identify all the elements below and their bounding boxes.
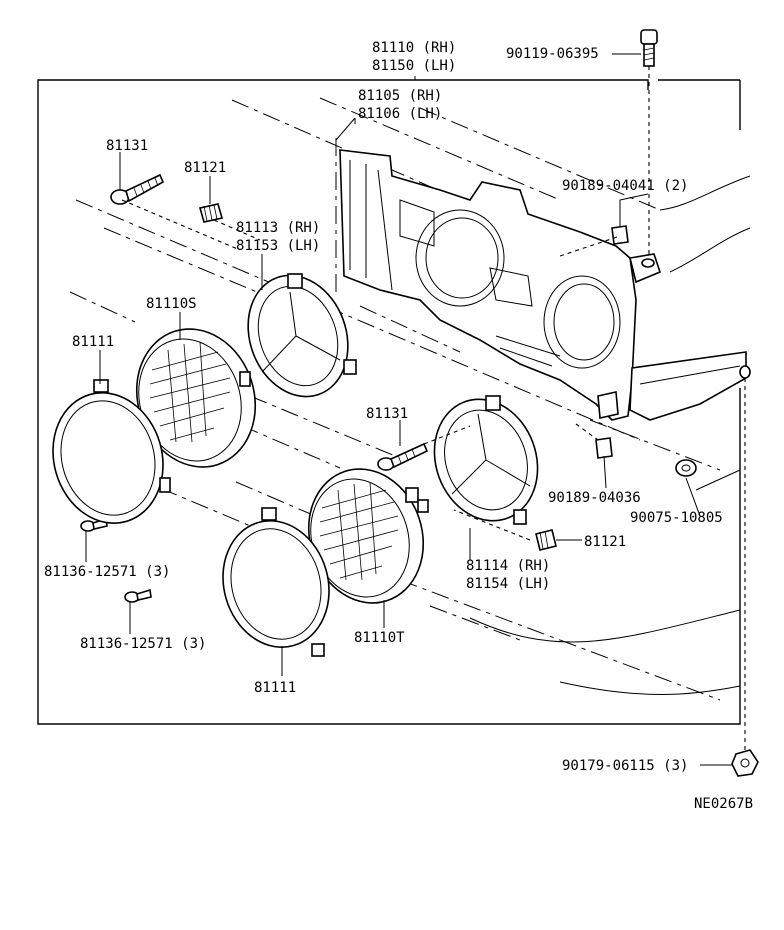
fasteners <box>80 29 759 777</box>
callout-90189-04041: 90189-04041 (2) <box>562 178 688 194</box>
callout-81113-rh: 81113 (RH) <box>236 220 320 236</box>
screw-icon <box>377 442 429 471</box>
screw-icon <box>110 173 165 205</box>
drawing-code: NE0267B <box>694 796 753 812</box>
callout-90179-06115: 90179-06115 (3) <box>562 758 688 774</box>
spring-icon <box>198 203 224 223</box>
nut-icon <box>731 749 759 777</box>
callout-81121-lower: 81121 <box>584 534 626 550</box>
callout-81131-middle: 81131 <box>366 406 408 422</box>
callout-labels: 81110 (RH) 81150 (LH) 90119-06395 81105 … <box>44 40 753 812</box>
callout-81150-lh: 81150 (LH) <box>372 58 456 74</box>
callout-81131-upper: 81131 <box>106 138 148 154</box>
callout-81110s: 81110S <box>146 296 197 312</box>
mounting-ring-upper <box>247 273 357 398</box>
callout-90189-04036: 90189-04036 <box>548 490 641 506</box>
screw-icon <box>124 588 152 603</box>
leader-lines <box>85 53 746 766</box>
mounting-ring-lower <box>433 395 539 525</box>
grommet-icon <box>675 459 697 477</box>
callout-90119-06395: 90119-06395 <box>506 46 599 62</box>
callout-81121-upper: 81121 <box>184 160 226 176</box>
callout-81153-lh: 81153 (LH) <box>236 238 320 254</box>
headlamp-housing <box>339 149 747 421</box>
nut-icon <box>739 365 751 379</box>
bolt-icon <box>640 29 658 67</box>
clip-icon <box>611 225 629 245</box>
callout-81111-upper: 81111 <box>72 334 114 350</box>
callout-81106-lh: 81106 (LH) <box>358 106 442 122</box>
sealed-beam-lower <box>307 468 429 604</box>
callout-81154-lh: 81154 (LH) <box>466 576 550 592</box>
retaining-ring-upper <box>52 379 171 524</box>
body-contours <box>469 175 751 695</box>
callout-81111-lower: 81111 <box>254 680 296 696</box>
callout-81105-rh: 81105 (RH) <box>358 88 442 104</box>
diagram-frame <box>37 79 741 725</box>
clip-icon <box>595 437 613 459</box>
callout-81114-rh: 81114 (RH) <box>466 558 550 574</box>
callout-90075-10805: 90075-10805 <box>630 510 723 526</box>
callout-81110-rh: 81110 (RH) <box>372 40 456 56</box>
callout-81136-12571-b: 81136-12571 (3) <box>80 636 206 652</box>
guide-lines <box>69 97 721 701</box>
callout-81136-12571-a: 81136-12571 (3) <box>44 564 170 580</box>
retaining-ring-lower <box>222 507 330 657</box>
spring-icon <box>535 529 557 551</box>
callout-81110t: 81110T <box>354 630 405 646</box>
